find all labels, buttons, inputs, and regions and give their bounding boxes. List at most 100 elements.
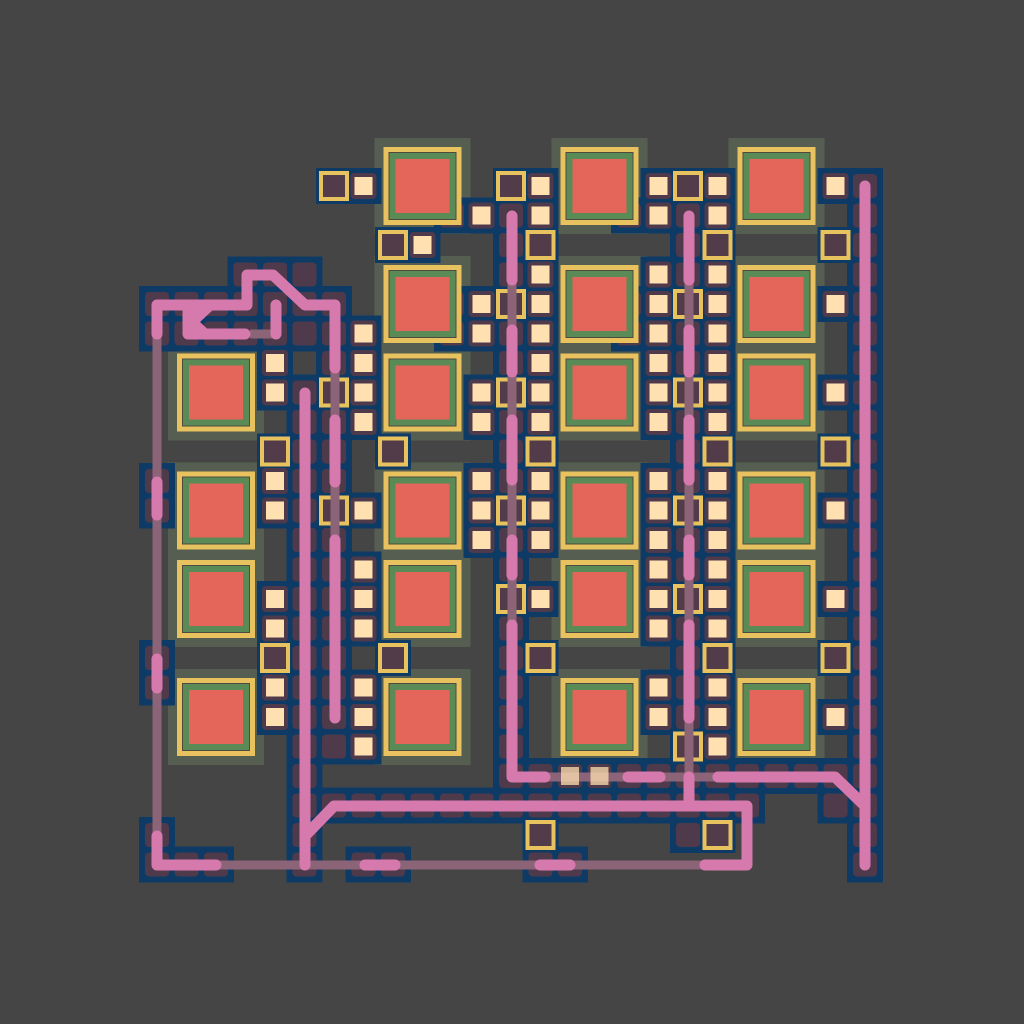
chip-core	[572, 572, 627, 626]
chip-icon	[560, 147, 639, 225]
framed-pad-icon	[824, 647, 847, 669]
light-pad-icon	[531, 177, 550, 195]
chip-icon	[383, 560, 462, 638]
chip-core	[395, 159, 450, 213]
light-pad-icon	[266, 383, 284, 402]
chip-core	[749, 365, 804, 420]
chip-core	[395, 277, 450, 331]
light-pad-icon	[413, 236, 432, 254]
framed-pad-icon	[529, 234, 552, 256]
light-pad-icon	[531, 590, 550, 608]
chip-core	[749, 572, 804, 626]
light-pad-icon	[561, 767, 579, 785]
chip-core	[572, 483, 627, 538]
chip-icon	[560, 471, 639, 550]
chip-icon	[383, 678, 462, 756]
wire-icon	[712, 771, 871, 812]
light-pad-icon	[649, 560, 668, 579]
light-pad-icon	[708, 383, 727, 402]
light-pad-icon	[826, 590, 845, 608]
light-pad-icon	[531, 531, 550, 549]
framed-pad-icon	[264, 440, 286, 463]
framed-pad-icon	[677, 175, 699, 197]
light-pad-icon	[266, 678, 284, 697]
light-pad-icon	[826, 383, 845, 402]
chip-icon	[383, 353, 462, 432]
light-pad-icon	[708, 472, 727, 490]
light-pad-icon	[472, 324, 491, 343]
light-pad-icon	[649, 383, 668, 402]
chip-icon	[560, 678, 639, 756]
light-pad-icon	[826, 708, 845, 726]
light-pad-icon	[531, 324, 550, 343]
light-pad-icon	[649, 678, 668, 697]
chip-core	[189, 483, 243, 538]
light-pad-icon	[531, 501, 550, 520]
chip-core	[395, 365, 450, 420]
light-pad-icon	[649, 501, 668, 520]
wire-icon	[506, 619, 551, 783]
chips	[177, 147, 816, 756]
chip-icon	[737, 678, 816, 756]
light-pad-icon	[266, 619, 284, 638]
light-pad-icon	[649, 206, 668, 225]
wire-icon	[151, 269, 341, 374]
light-pad-icon	[708, 531, 727, 549]
light-pad-icon	[649, 590, 668, 608]
chip-icon	[383, 147, 462, 225]
floor-tile	[292, 321, 317, 346]
chip-core	[189, 572, 243, 626]
chip-icon	[737, 147, 816, 225]
light-pad-icon	[649, 531, 668, 549]
framed-pad-icon	[706, 824, 729, 846]
light-pad-icon	[590, 767, 609, 785]
light-pad-icon	[649, 177, 668, 195]
framed-pad-icon	[824, 234, 847, 256]
light-pad-icon	[354, 590, 373, 608]
chip-core	[189, 365, 243, 420]
light-pad-icon	[531, 265, 550, 284]
framed-pad-icon	[382, 440, 404, 463]
light-pad-icon	[354, 560, 373, 579]
framed-pad-icon	[323, 175, 345, 197]
framed-pad-icon	[529, 440, 552, 463]
light-pad-icon	[354, 708, 373, 726]
framed-pad-icon	[706, 234, 729, 256]
light-pad-icon	[708, 354, 727, 372]
chip-core	[749, 277, 804, 331]
floor-tile	[823, 793, 848, 818]
chip-core	[395, 572, 450, 626]
light-pad-icon	[472, 501, 491, 520]
light-pad-icon	[266, 472, 284, 490]
wire-icon	[151, 830, 222, 871]
chip-icon	[383, 471, 462, 550]
light-pad-icon	[354, 383, 373, 402]
light-pad-icon	[708, 737, 727, 756]
framed-pad-icon	[382, 234, 404, 256]
chip-icon	[177, 353, 255, 432]
chip-core	[395, 690, 450, 744]
light-pad-icon	[649, 472, 668, 490]
light-pad-icon	[354, 354, 373, 372]
light-pad-icon	[708, 324, 727, 343]
framed-pad-icon	[382, 647, 404, 669]
chip-core	[572, 365, 627, 420]
light-pad-icon	[708, 413, 727, 431]
light-pad-icon	[531, 206, 550, 225]
light-pad-icon	[708, 265, 727, 284]
light-pad-icon	[531, 295, 550, 313]
light-pad-icon	[708, 560, 727, 579]
chip-core	[572, 690, 627, 744]
light-pad-icon	[708, 295, 727, 313]
light-pad-icon	[826, 501, 845, 520]
light-pad-icon	[708, 708, 727, 726]
light-pad-icon	[472, 472, 491, 490]
light-pad-icon	[649, 265, 668, 284]
light-pad-icon	[649, 413, 668, 431]
floor-tile	[292, 262, 317, 287]
light-pad-icon	[708, 678, 727, 697]
floor-tile	[676, 823, 700, 847]
light-pad-icon	[649, 619, 668, 638]
floor-tile	[322, 734, 346, 759]
